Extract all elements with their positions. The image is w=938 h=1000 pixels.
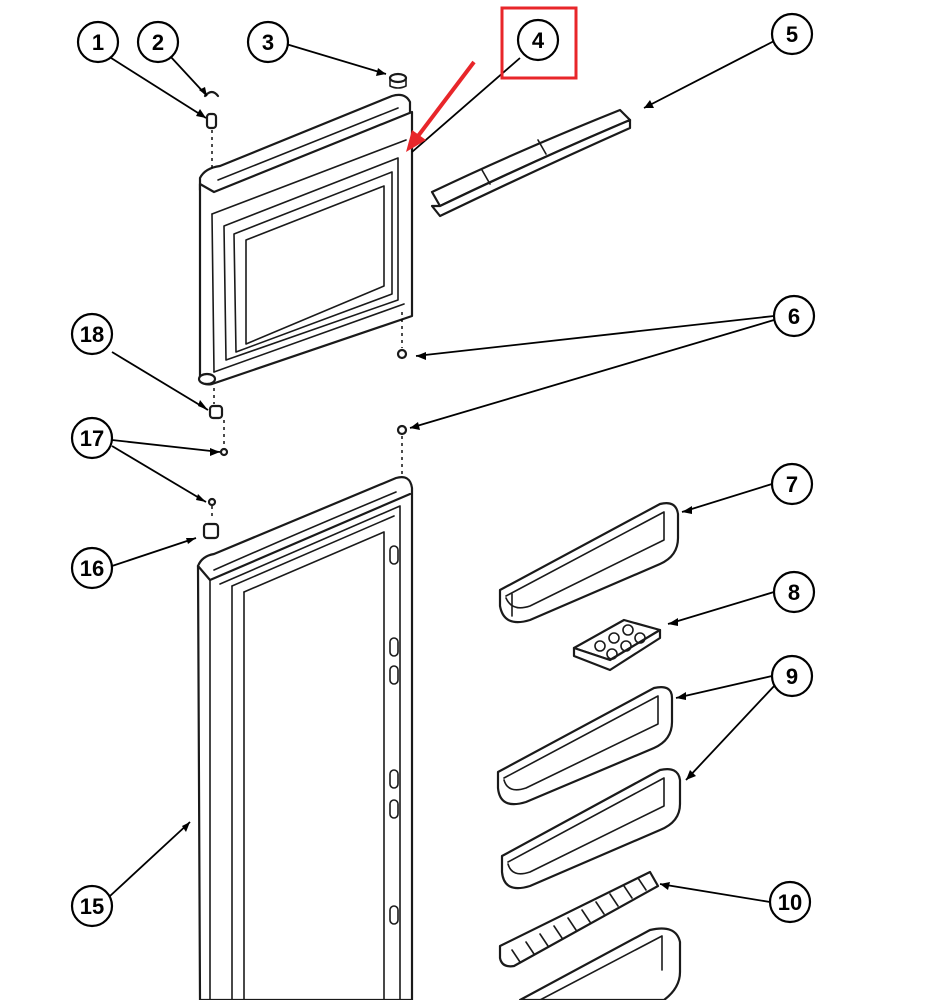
svg-text:1: 1 [92, 30, 104, 55]
callout-1: 1 [76, 20, 120, 64]
svg-text:3: 3 [262, 30, 274, 55]
fridge-door [196, 476, 414, 1000]
svg-text:10: 10 [778, 890, 802, 915]
callout-18: 18 [70, 312, 114, 356]
door-bin-9b [500, 768, 682, 890]
svg-text:5: 5 [786, 22, 798, 47]
top-hinge-cover-part [388, 72, 408, 89]
svg-text:6: 6 [788, 304, 800, 329]
svg-text:2: 2 [152, 30, 164, 55]
svg-text:15: 15 [80, 894, 104, 919]
screw-lower [396, 424, 408, 436]
callout-6: 6 [772, 294, 816, 338]
screw-upper [396, 348, 408, 360]
callout-16: 16 [70, 546, 114, 590]
callout-10: 10 [768, 880, 812, 924]
callout-9: 9 [770, 654, 814, 698]
door-bin-7 [498, 502, 680, 624]
svg-text:9: 9 [786, 664, 798, 689]
svg-text:16: 16 [80, 556, 104, 581]
callout-15: 15 [70, 884, 114, 928]
hinge-pin-part [203, 90, 220, 130]
callout-17: 17 [70, 416, 114, 460]
bin-divider-part [498, 870, 660, 968]
freezer-door [197, 93, 414, 386]
callout-8: 8 [772, 570, 816, 614]
door-bin-9a [496, 686, 674, 806]
callout-5: 5 [770, 12, 814, 56]
highlight-annotation [406, 6, 578, 152]
callout-4: 4 [516, 18, 560, 62]
callout-7: 7 [770, 462, 814, 506]
door-bin-bottom [518, 927, 682, 1000]
highlight-box [500, 6, 578, 80]
callout-2: 2 [136, 20, 180, 64]
callout-3: 3 [246, 20, 290, 64]
svg-text:17: 17 [80, 426, 104, 451]
egg-tray-part [572, 618, 662, 672]
svg-text:18: 18 [80, 322, 104, 347]
svg-text:8: 8 [788, 580, 800, 605]
arrowheads [182, 68, 696, 890]
gasket-strip-part [430, 108, 632, 218]
svg-text:7: 7 [786, 472, 798, 497]
leader-lines [107, 39, 777, 903]
svg-text:4: 4 [532, 28, 545, 53]
hinge-stub-part [208, 404, 224, 420]
lower-hinge-pin-part [202, 522, 220, 540]
